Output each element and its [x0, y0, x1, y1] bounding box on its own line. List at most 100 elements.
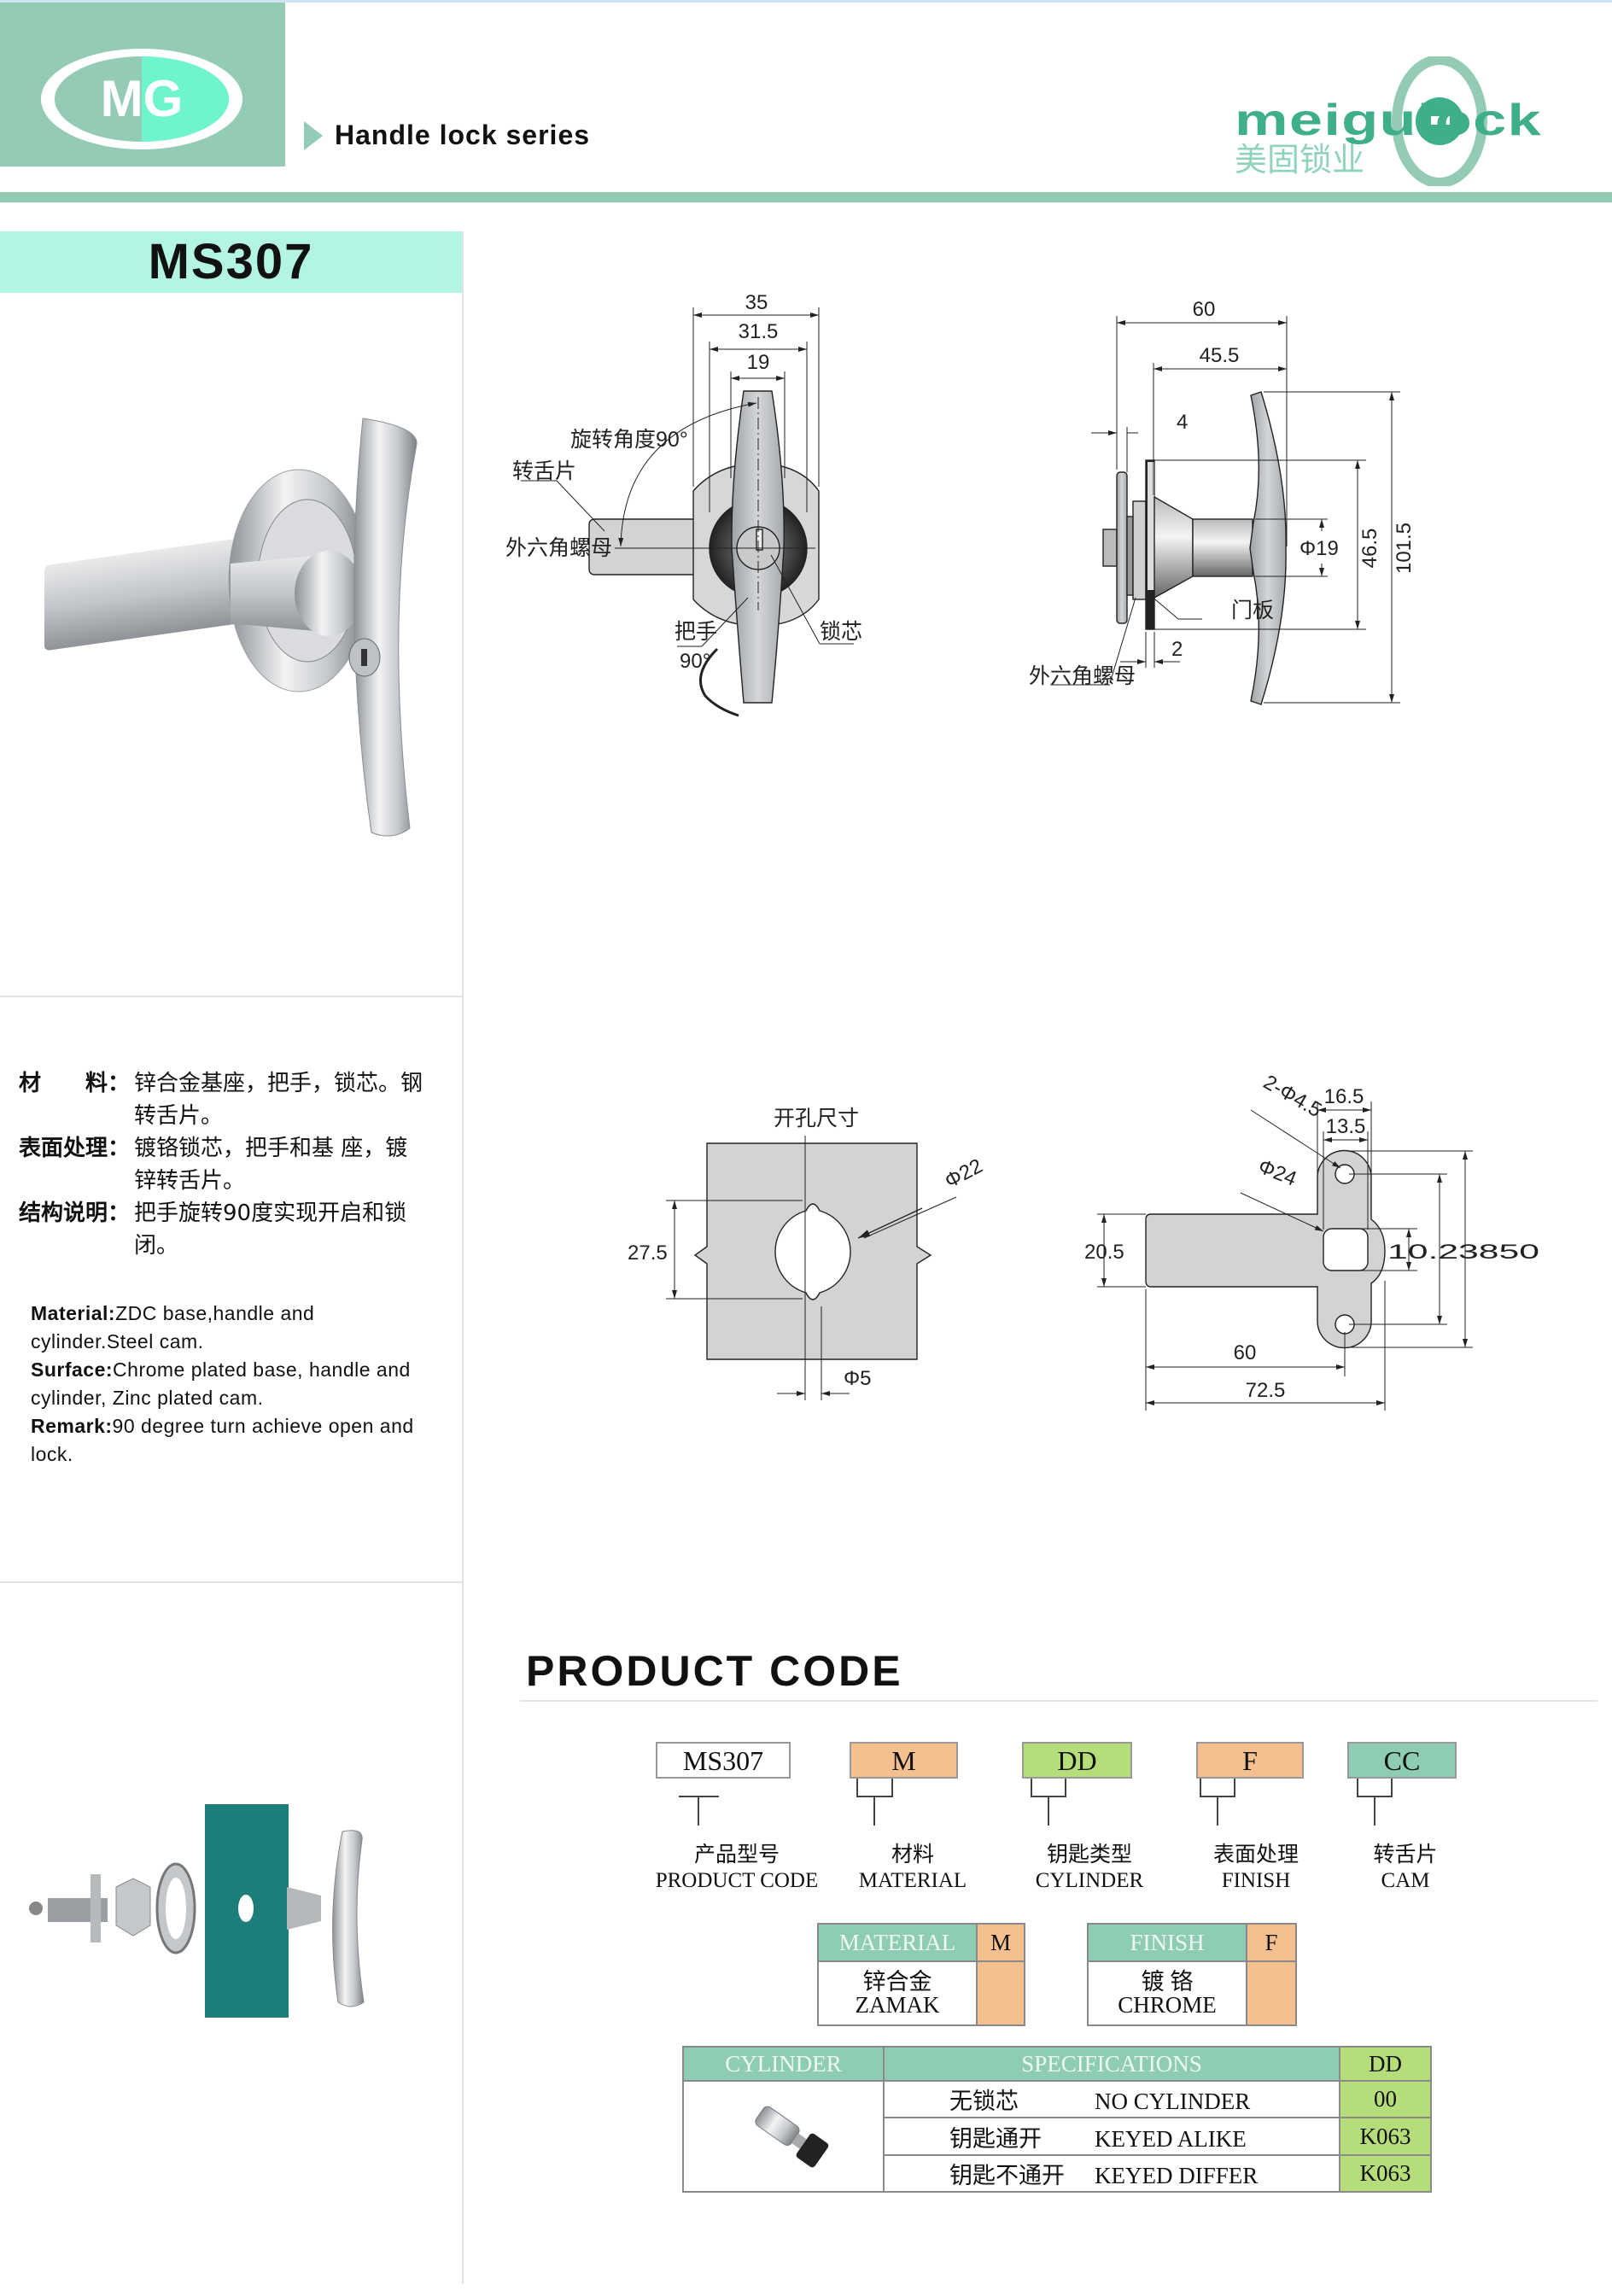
spec-key: 表面处理：	[19, 1136, 131, 1161]
cylinder-row: 无锁芯 NO CYLINDER	[883, 2080, 1340, 2119]
option-en: CHROME	[1118, 1991, 1217, 2018]
material-table-header: MATERIAL	[817, 1923, 978, 1962]
spec-value: 90 degree turn achieve open and lock.	[31, 1415, 414, 1465]
spec-key: Material:	[31, 1302, 116, 1324]
code-label-cn: 转舌片	[1373, 1843, 1438, 1867]
code-label-cn: 表面处理	[1212, 1843, 1299, 1867]
triangle-bullet-icon	[304, 120, 323, 150]
mg-logo: MG	[41, 49, 242, 149]
label-cylinder: 锁芯	[820, 620, 862, 644]
dim-2-phi-4-5: 2-Φ4.5	[1259, 1071, 1325, 1122]
left-column	[0, 231, 464, 2284]
dim-phi-19: Φ19	[1300, 537, 1339, 560]
header-band	[0, 192, 1612, 202]
cylinder-image-cell	[682, 2080, 885, 2193]
code-connectors	[679, 1779, 1393, 1826]
dim-35: 35	[745, 291, 768, 314]
meigulock-logo: meigulock 美固锁业	[1235, 56, 1542, 186]
cutout-title: 开孔尺寸	[774, 1107, 859, 1130]
finish-table-code-cell	[1246, 1960, 1297, 2026]
material-table-code-cell	[976, 1960, 1025, 2026]
row-en: KEYED ALIKE	[1095, 2125, 1247, 2152]
dim-2: 2	[1171, 638, 1183, 661]
finish-table-header: FINISH	[1087, 1923, 1247, 1962]
spec-value: 镀铬锁芯，把手和基 座，镀锌转舌片。	[134, 1136, 408, 1194]
top-rule	[0, 0, 1612, 3]
code-segment-cylinder: DD	[1022, 1742, 1132, 1779]
spec-value: ZDC base,handle and cylinder.Steel cam.	[31, 1302, 315, 1352]
mg-logo-block: MG	[0, 3, 285, 167]
dim-46-5: 46.5	[1358, 529, 1381, 569]
dim-72-5: 72.5	[1246, 1379, 1286, 1402]
dim-19: 19	[747, 351, 770, 374]
row-code: K063	[1339, 2153, 1432, 2194]
label-hex-nut: 外六角螺母	[505, 536, 612, 560]
dim-101-5: 101.5	[1393, 523, 1416, 574]
row-cn: 钥匙不通开	[949, 2162, 1065, 2188]
divider	[0, 1581, 464, 1583]
divider	[0, 996, 464, 997]
spec-cn-surface: 表面处理：镀铬锁芯，把手和基 座，镀锌转舌片。	[19, 1132, 429, 1197]
option-cn: 镀 铬	[1141, 1968, 1194, 1995]
finish-table-code: F	[1246, 1923, 1297, 1962]
spec-en-material: Material:ZDC base,handle and cylinder.St…	[31, 1300, 432, 1356]
exploded-view-photo	[29, 1804, 365, 2018]
cutout-drawing	[666, 1136, 957, 1400]
dim-phi-22: Φ22	[941, 1154, 986, 1193]
product-code-title: PRODUCT CODE	[526, 1647, 903, 1695]
label-rotation-angle: 旋转角度90°	[570, 428, 688, 452]
code-label-cn: 材料	[891, 1843, 934, 1867]
technical-drawings: 35 31.5 19 旋转角度90° 转舌片 外六角螺母 把手 90° 锁芯	[505, 291, 1539, 1411]
dim-phi-24: Φ24	[1255, 1155, 1300, 1191]
label-cam: 转舌片	[512, 459, 576, 483]
spec-en-remark: Remark:90 degree turn achieve open and l…	[31, 1412, 432, 1469]
code-label-en: FINISH	[1221, 1869, 1291, 1892]
spec-key: Surface:	[31, 1358, 114, 1381]
row-cn: 无锁芯	[949, 2089, 1019, 2115]
spec-value: 把手旋转90度实现开启和锁闭。	[134, 1201, 407, 1259]
code-label-en: CYLINDER	[1035, 1869, 1144, 1892]
code-segment-finish: F	[1196, 1742, 1304, 1779]
front-view-labels: 35 31.5 19 旋转角度90° 转舌片 外六角螺母 把手 90° 锁芯	[505, 291, 862, 673]
dim-10-23850: 10.23850	[1387, 1241, 1539, 1264]
row-en: KEYED DIFFER	[1095, 2162, 1259, 2188]
row-code: 00	[1339, 2080, 1432, 2119]
spec-cn-structure: 结构说明：把手旋转90度实现开启和锁闭。	[19, 1197, 429, 1262]
label-handle: 把手	[675, 620, 717, 644]
spec-value: 锌合金基座，把手，锁芯。钢转舌片。	[134, 1071, 423, 1129]
code-label-en: CAM	[1381, 1869, 1430, 1892]
spec-cn-material: 材 料：锌合金基座，把手，锁芯。钢转舌片。	[19, 1067, 429, 1132]
code-label-cn: 产品型号	[693, 1843, 780, 1867]
model-title: MS307	[0, 231, 462, 293]
option-en: ZAMAK	[855, 1991, 940, 2018]
spec-value: Chrome plated base, handle and cylinder,…	[31, 1358, 411, 1409]
row-en: NO CYLINDER	[1095, 2089, 1251, 2115]
side-view-drawing	[1050, 316, 1400, 705]
dim-45-5: 45.5	[1200, 344, 1240, 367]
label-turn-90: 90°	[680, 650, 710, 673]
code-label-cn: 钥匙类型	[1046, 1843, 1132, 1867]
row-code: K063	[1339, 2117, 1432, 2156]
cylinder-row: 钥匙不通开 KEYED DIFFER	[883, 2153, 1340, 2194]
dim-4: 4	[1177, 411, 1188, 434]
code-label-en: PRODUCT CODE	[655, 1869, 819, 1892]
svg-text:meigulock: meigulock	[1235, 96, 1542, 145]
cam-drawing	[1097, 1101, 1473, 1411]
spec-key: 结构说明：	[19, 1201, 131, 1226]
dim-27-5: 27.5	[628, 1241, 668, 1265]
spec-en-surface: Surface:Chrome plated base, handle and c…	[31, 1356, 432, 1412]
dim-31-5: 31.5	[739, 320, 779, 343]
specifications-header: SPECIFICATIONS	[883, 2045, 1340, 2083]
cylinder-key-photo	[754, 2106, 828, 2167]
spec-key: Remark:	[31, 1415, 113, 1437]
dim-60: 60	[1193, 298, 1216, 321]
